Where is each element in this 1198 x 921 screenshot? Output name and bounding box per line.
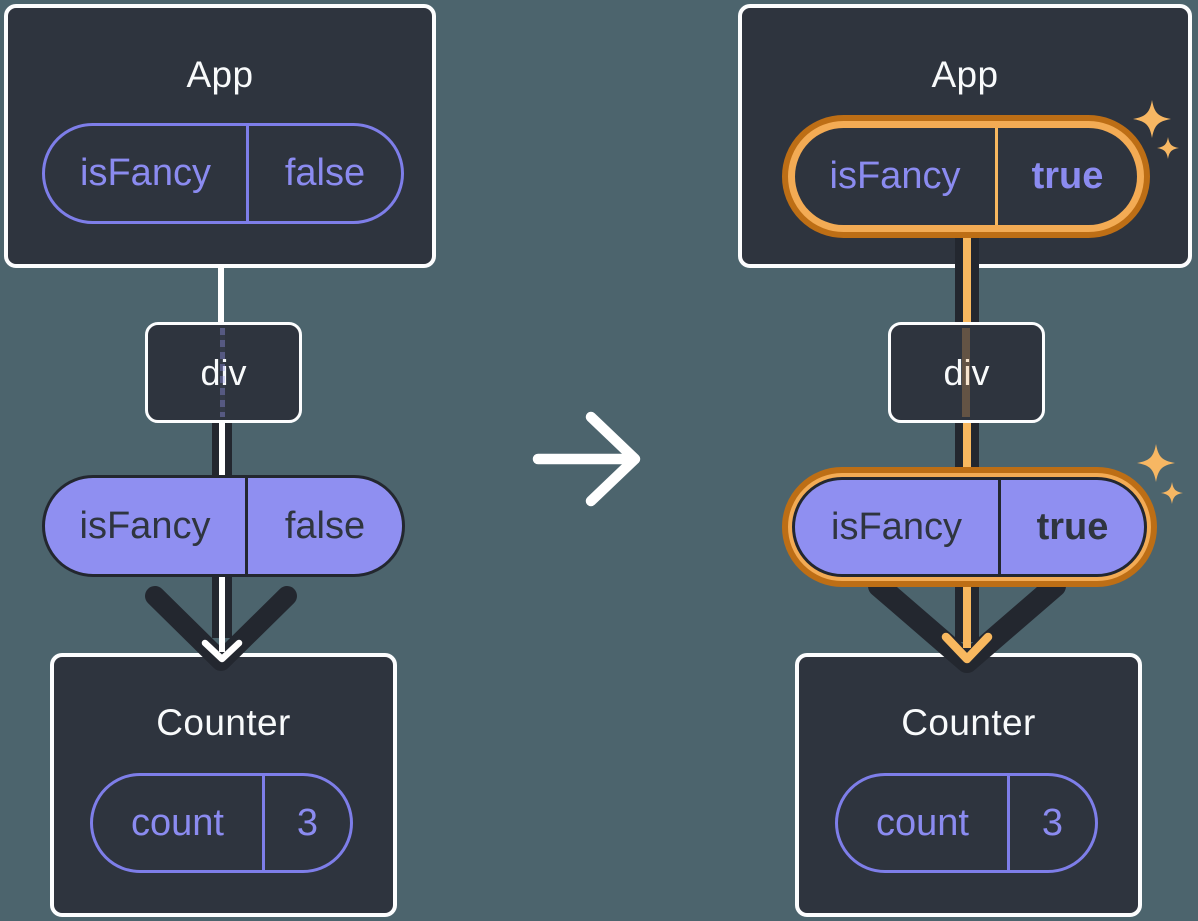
div-element-box-after: div	[888, 322, 1045, 423]
passed-prop-pill-after-highlight-ring: isFancy true	[782, 467, 1157, 587]
passed-prop-pill-before: isFancy false	[42, 475, 405, 577]
arrow-head-orange	[941, 632, 993, 664]
pill-divider	[1007, 776, 1010, 870]
arrow-right-icon	[532, 411, 641, 507]
counter-title-before: Counter	[156, 702, 291, 743]
passed-prop-pill-after: isFancy true	[792, 477, 1147, 577]
arrow-head-white	[201, 639, 243, 663]
counter-title-after: Counter	[901, 702, 1036, 743]
counter-state-pill-after: count 3	[835, 773, 1098, 873]
div-passthrough-stripe-before	[220, 328, 225, 417]
prop-value: false	[284, 504, 366, 547]
state-value: 3	[1041, 801, 1064, 844]
prop-flow-line-orange-app-div-after	[963, 230, 971, 326]
sparkle-big	[1133, 100, 1171, 138]
pill-divider	[245, 478, 248, 574]
transition-arrow-head	[585, 411, 641, 507]
sparkle-big	[1137, 444, 1175, 482]
pill-divider	[262, 776, 265, 870]
div-passthrough-stripe-after	[962, 328, 970, 417]
sparkle-small	[1161, 482, 1183, 504]
pill-divider	[246, 126, 249, 221]
div-label: div	[943, 351, 990, 393]
tree-edge-app-div-before	[218, 266, 224, 326]
app-prop-pill-after-highlight-ring: isFancy true	[782, 115, 1150, 238]
sparkles-icon-app	[1133, 100, 1179, 159]
app-prop-pill-before: isFancy false	[42, 123, 404, 224]
app-title-before: App	[186, 54, 254, 95]
state-name: count	[131, 801, 224, 844]
pill-divider	[995, 128, 998, 225]
div-element-box-before: div	[145, 322, 302, 423]
pill-divider	[998, 480, 1001, 574]
app-prop-pill-after: isFancy true	[795, 128, 1137, 225]
state-value: 3	[296, 801, 319, 844]
div-label: div	[200, 352, 246, 394]
prop-name: isFancy	[831, 505, 962, 548]
prop-name: isFancy	[80, 152, 211, 194]
sparkle-small	[1157, 137, 1179, 159]
app-title-after: App	[931, 54, 999, 95]
sparkles-icon-prop	[1137, 444, 1183, 504]
prop-value: false	[284, 152, 366, 194]
state-name: count	[876, 801, 969, 844]
prop-value: true	[1031, 155, 1104, 197]
prop-value: true	[1036, 505, 1109, 548]
prop-name: isFancy	[79, 504, 211, 547]
counter-state-pill-before: count 3	[90, 773, 353, 873]
prop-name: isFancy	[829, 155, 961, 197]
